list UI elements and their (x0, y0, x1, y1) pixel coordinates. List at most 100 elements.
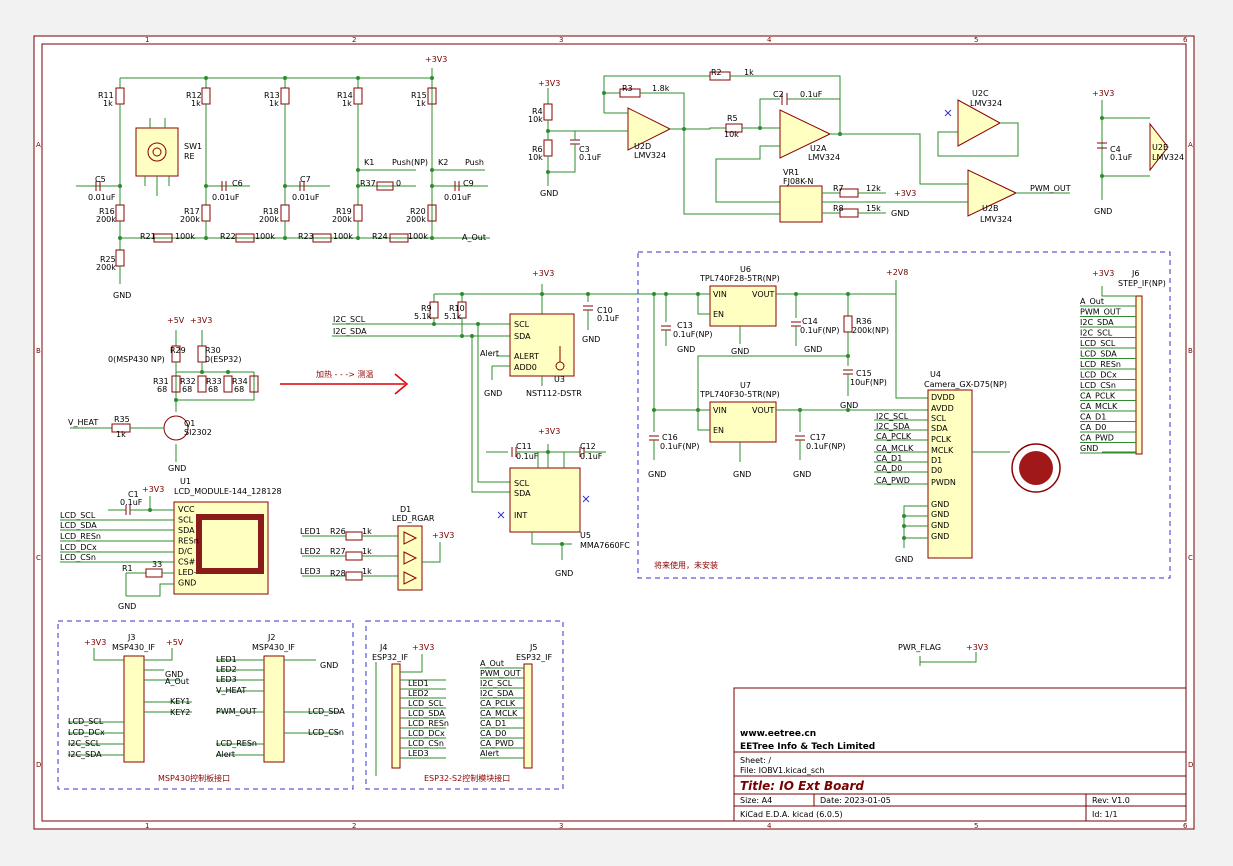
j4-net-label: LED3 (408, 749, 429, 758)
frame-col-top: 1 (145, 36, 149, 44)
gnd-label: GND (113, 291, 131, 300)
c14-gnd: GND (804, 345, 822, 354)
j4-3v3: +3V3 (412, 643, 434, 652)
q1-ref: Q1 (184, 419, 195, 428)
d1-ref: D1 (400, 505, 411, 514)
u6-pin-en: EN (713, 310, 724, 319)
u7-ref: U7 (740, 381, 751, 390)
u3-val: NST112-DSTR (526, 389, 582, 398)
j2-lcd-csn: LCD_CSn (308, 728, 344, 737)
c15-ref: C15 (856, 369, 872, 378)
u4-pin-name: PWDN (931, 478, 956, 487)
u6-ref: U6 (740, 265, 751, 274)
j6-net-label: LCD_SDA (1080, 350, 1117, 359)
lcd-csn-net: LCD_CSn (60, 553, 96, 562)
j2-v-heat: V_HEAT (216, 686, 246, 695)
sw1-val: RE (184, 152, 195, 161)
title-sheet: Sheet: / (740, 756, 771, 765)
c16-ref: C16 (662, 433, 678, 442)
j3-val: MSP430_IF (112, 643, 155, 652)
opamp-3v3: +3V3 (538, 79, 560, 88)
frame-col-bottom: 1 (145, 822, 149, 830)
j4-net-list: LED1LED2LCD_SCLLCD_SDALCD_RESnLCD_DCxLCD… (408, 679, 449, 758)
inner-border (41, 43, 1187, 822)
r29-ref: R29 (170, 346, 186, 355)
j2-led1: LED1 (216, 655, 237, 664)
u6-gnd: GND (731, 347, 749, 356)
r10-val: 5.1k (444, 312, 462, 321)
pwm-out-label: PWM_OUT (1030, 184, 1071, 193)
u5-3v3: +3V3 (538, 427, 560, 436)
j3-key2: KEY2 (170, 708, 190, 717)
pwr-flag-3v3: +3V3 (966, 643, 988, 652)
frame-col-top: 6 (1183, 36, 1188, 44)
u1-pin-name: GND (178, 579, 196, 588)
k1-val: Push(NP) (392, 158, 428, 167)
u2d-opamp (627, 107, 672, 151)
i2c-sda-net: I2C_SDA (333, 327, 367, 336)
r33-val: 68 (208, 385, 218, 394)
u1-pin-name: VCC (178, 505, 195, 514)
r25-ref: R25 (100, 255, 116, 264)
r7-ref: R7 (833, 184, 844, 193)
c5-val: 0.01uF (88, 193, 116, 202)
u7-pin-en: EN (713, 426, 724, 435)
u5-accelerometer (509, 467, 581, 533)
r21-val: 100k (175, 232, 195, 241)
u2e-3v3: +3V3 (1092, 89, 1114, 98)
u7-pin-vout: VOUT (752, 406, 774, 415)
c1-ref: C1 (128, 490, 139, 499)
u3-pin-add0: ADD0 (514, 363, 537, 372)
j5-net-label: CA_MCLK (480, 709, 518, 718)
esp32-interface-caption: ESP32-S2控制模块接口 (424, 773, 510, 783)
cam-gnd: GND (895, 555, 913, 564)
title-company: EETree Info & Tech Limited (740, 742, 875, 752)
r23-val: 100k (333, 232, 353, 241)
j2-ref: J2 (267, 633, 275, 642)
a-out-label: A_Out (462, 233, 486, 242)
c11-ref: C11 (516, 442, 532, 451)
u4-pin-name: GND (931, 521, 949, 530)
title-block (733, 687, 1187, 822)
u4-pin-name: D0 (931, 466, 942, 475)
u5-ref: U5 (580, 531, 591, 540)
u1-pin-name: SCL (178, 516, 194, 525)
r17-ref: R17 (184, 207, 200, 216)
r11-val: 1k (103, 99, 113, 108)
c17-ref: C17 (810, 433, 826, 442)
j2-led3: LED3 (216, 675, 237, 684)
u3-gnd: GND (484, 389, 502, 398)
r1-ref: R1 (122, 564, 133, 573)
r26-ref: R26 (330, 527, 346, 536)
camera-2v8: +2V8 (886, 268, 908, 277)
r19-val: 200k (332, 215, 352, 224)
r14-val: 1k (342, 99, 352, 108)
r18-ref: R18 (263, 207, 279, 216)
c16-gnd: GND (648, 470, 666, 479)
c3-ref: C3 (579, 145, 590, 154)
r21-ref: R21 (140, 232, 156, 241)
c13-val: 0.1uF(NP) (673, 330, 712, 339)
c17-val: 0.1uF(NP) (806, 442, 845, 451)
u2a-opamp (779, 109, 832, 159)
u2e-gnd: GND (1094, 207, 1112, 216)
vr1-val: FJ08K-N (783, 177, 813, 186)
u2b-ref: U2B (982, 204, 998, 213)
c14-val: 0.1uF(NP) (800, 326, 839, 335)
j3-body (123, 655, 145, 763)
j2-gnd: GND (320, 661, 338, 670)
j4-net-label: LCD_SDA (408, 709, 445, 718)
j6-net-label: I2C_SCL (1080, 329, 1113, 338)
camera-section-box (637, 251, 1171, 579)
j5-net-label: PWM_OUT (480, 669, 521, 678)
r23-ref: R23 (298, 232, 314, 241)
r32-val: 68 (182, 385, 192, 394)
r21-resistor (153, 233, 173, 243)
vr1-potentiometer (779, 185, 823, 223)
u4-pin-name: D1 (931, 456, 942, 465)
u4-pin-name: GND (931, 510, 949, 519)
title-file: File: IOBV1.kicad_sch (740, 766, 825, 775)
u7-pin-vin: VIN (713, 406, 727, 415)
title-main: Title: IO Ext Board (740, 779, 864, 793)
